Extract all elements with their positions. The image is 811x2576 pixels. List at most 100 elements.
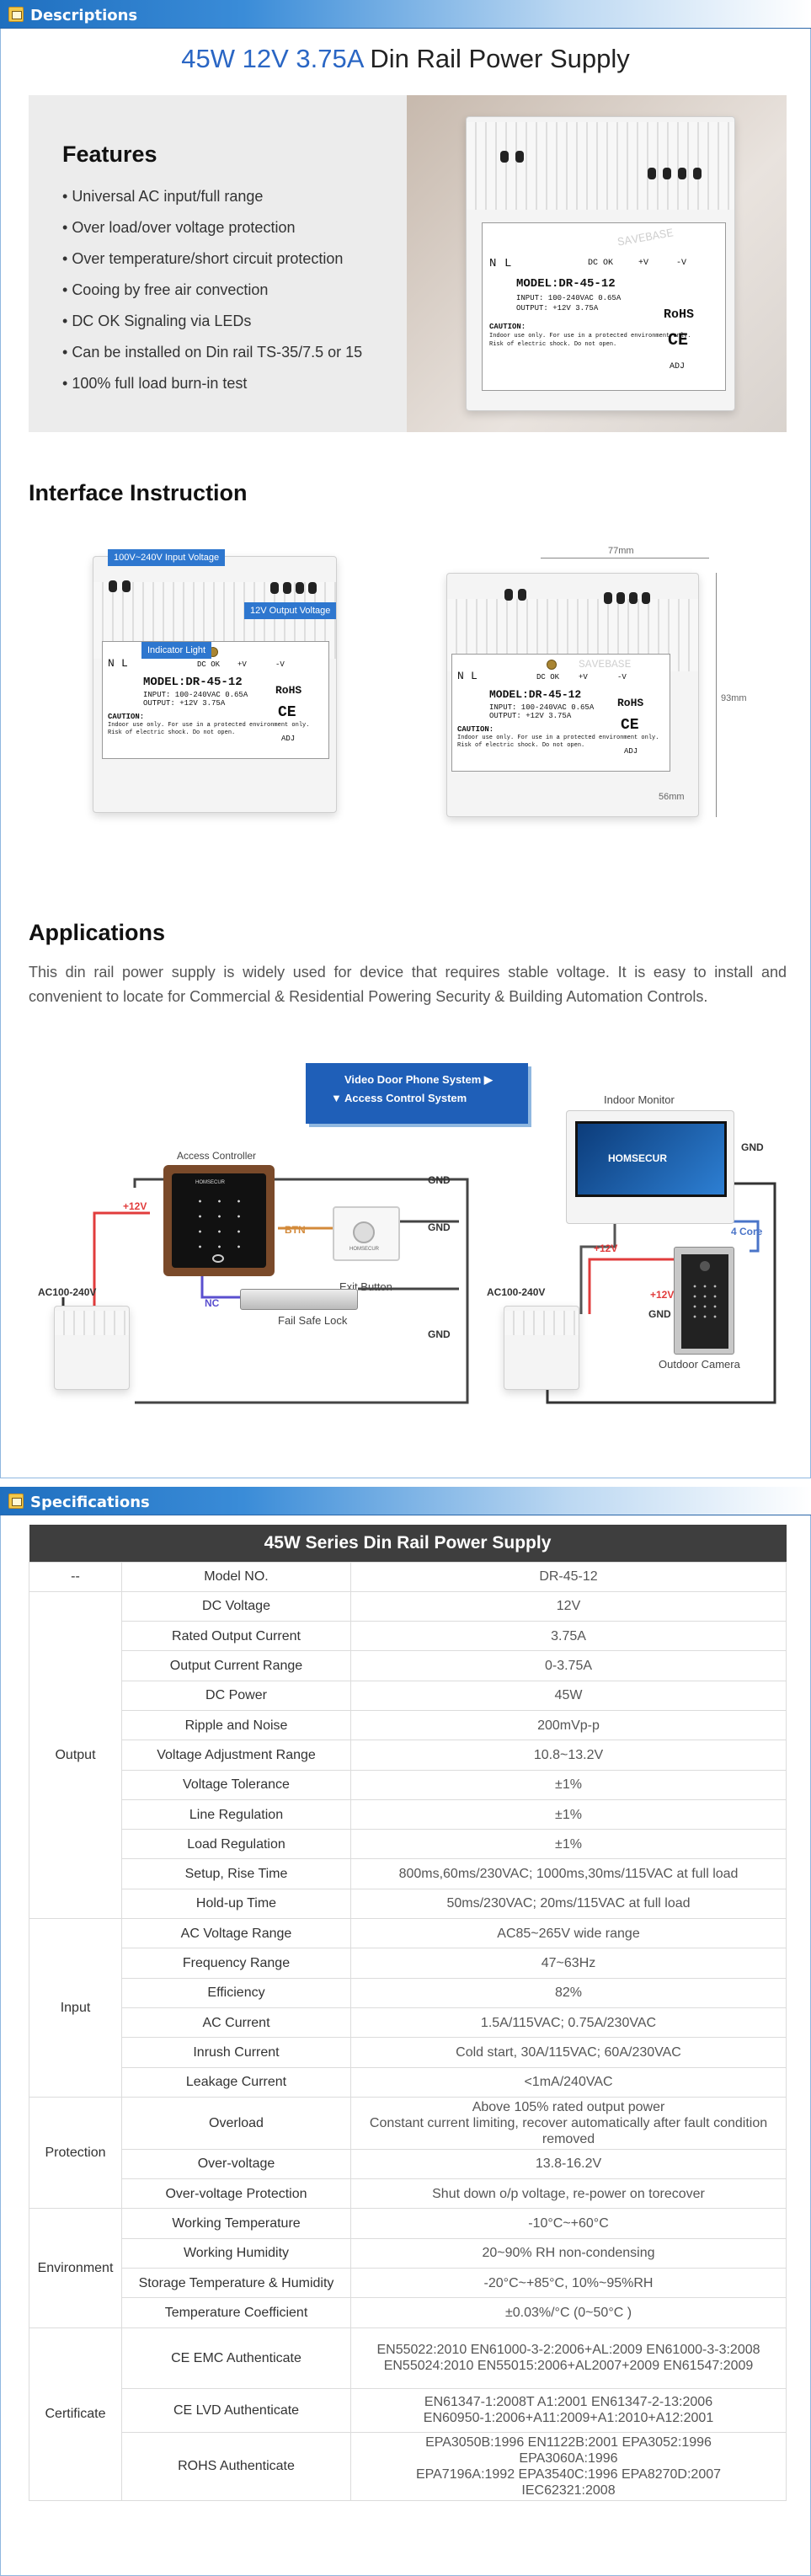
label-minus-v: -V <box>617 673 627 681</box>
table-row: Storage Temperature & Humidity-20°C~+85°… <box>29 2268 787 2299</box>
wire-label-gnd-2: GND <box>428 1221 451 1233</box>
wire-monitor-cable <box>579 1221 616 1314</box>
table-cell-param: DC Power <box>121 1680 351 1711</box>
label-caution-title: CAUTION: <box>108 713 145 721</box>
spec-table-title: 45W Series Din Rail Power Supply <box>29 1525 787 1562</box>
table-cell-param: Working Humidity <box>121 2237 351 2269</box>
label-caution-line1: Indoor use only. For use in a protected … <box>108 722 310 729</box>
spec-table: 45W Series Din Rail Power Supply -- Mode… <box>29 1525 787 2501</box>
label-dc-ok: DC OK <box>588 259 614 268</box>
output-terminal <box>678 168 686 179</box>
wire-label-4core: 4 Core <box>731 1226 763 1237</box>
table-cell-value: EN61347-1:2008T A1:2001 EN61347-2-13:200… <box>350 2387 787 2433</box>
label-caution-line1: Indoor use only. For use in a protected … <box>457 735 659 741</box>
table-row: Leakage Current<1mA/240VAC <box>29 2066 787 2098</box>
table-cell-param: ROHS Authenticate <box>121 2431 351 2501</box>
output-terminal <box>629 592 638 604</box>
features-list: Universal AC input/full range Over load/… <box>62 181 362 399</box>
keypad-brand: HOMSECUR <box>195 1180 226 1185</box>
table-cell-value: -10°C~+60°C <box>350 2208 787 2239</box>
feature-item: Over temperature/short circuit protectio… <box>62 243 362 275</box>
banner-video-door[interactable]: Video Door Phone System ▶ <box>344 1073 493 1086</box>
table-cell-value: 12V <box>350 1590 787 1622</box>
wire-label-12v-right-1: +12V <box>594 1243 618 1254</box>
camera-panel <box>681 1254 728 1349</box>
label-model: MODEL:DR-45-12 <box>516 277 616 291</box>
applications-text: This din rail power supply is widely use… <box>29 964 787 1005</box>
wire-label-nc: NC <box>205 1297 220 1309</box>
callout-output-voltage: 12V Output Voltage <box>244 602 337 619</box>
label-plus-v: +V <box>579 673 588 681</box>
table-cell-param: Hold-up Time <box>121 1888 351 1920</box>
callout-input-voltage: 100V~240V Input Voltage <box>108 549 226 566</box>
label-minus-v: -V <box>676 259 687 268</box>
output-terminal <box>270 582 279 594</box>
system-banner: Video Door Phone System ▶ ▼ Access Contr… <box>306 1063 528 1124</box>
input-terminal <box>515 151 524 163</box>
ce-mark: CE <box>278 704 296 721</box>
applications-title: Applications <box>29 920 166 945</box>
table-cell-param: Output Current Range <box>121 1650 351 1681</box>
feature-item: Cooing by free air convection <box>62 275 362 306</box>
wire-label-gnd-3: GND <box>428 1328 451 1340</box>
table-cell-value: Above 105% rated output power Constant c… <box>350 2096 787 2150</box>
label-output: OUTPUT: +12V 3.75A <box>516 304 599 313</box>
table-cell-value: 50ms/230VAC; 20ms/115VAC at full load <box>350 1888 787 1920</box>
label-adj: ADJ <box>281 735 296 743</box>
table-cell-value: 10.8~13.2V <box>350 1740 787 1771</box>
heatsink-fins <box>55 1311 129 1336</box>
table-cell-value: 20~90% RH non-condensing <box>350 2237 787 2269</box>
label-caution-title: CAUTION: <box>489 323 526 331</box>
feature-item: Universal AC input/full range <box>62 181 362 212</box>
label-input: INPUT: 100-240VAC 0.65A <box>143 691 248 699</box>
table-cell-group: Input <box>29 1918 122 2098</box>
table-cell-value: 45W <box>350 1680 787 1711</box>
output-terminal <box>283 582 291 594</box>
camera-lens-icon <box>700 1261 710 1271</box>
table-cell-param: AC Voltage Range <box>121 1918 351 1949</box>
table-cell-param: Ripple and Noise <box>121 1709 351 1741</box>
dc-ok-led <box>547 660 557 670</box>
table-row: Line Regulation±1% <box>29 1798 787 1830</box>
table-cell-group: Output <box>29 1590 122 1920</box>
wire-4core <box>733 1220 760 1253</box>
label-l: L <box>471 670 478 682</box>
input-terminal <box>518 589 526 601</box>
wire-label-gnd-1: GND <box>428 1174 451 1186</box>
output-terminal <box>616 592 625 604</box>
label-rohs: RoHS <box>664 307 695 322</box>
label-plus-v: +V <box>638 259 649 268</box>
product-photo: N L DC OK +V -V MODEL:DR-45-12 INPUT: 10… <box>407 95 787 432</box>
table-cell-param: Rated Output Current <box>121 1621 351 1652</box>
feature-item: Over load/over voltage protection <box>62 212 362 243</box>
table-row: Temperature Coefficient±0.03%/°C (0~50°C… <box>29 2297 787 2328</box>
output-terminal <box>308 582 317 594</box>
specifications-header-bar: Specifications <box>0 1487 811 1515</box>
outdoor-camera-label: Outdoor Camera <box>659 1358 740 1371</box>
ce-mark: CE <box>621 717 639 734</box>
banner-access-control[interactable]: ▼ Access Control System <box>331 1092 467 1104</box>
notebook-icon <box>8 7 24 22</box>
table-cell-param: Model NO. <box>121 1561 351 1592</box>
diagram-psu-right <box>504 1306 579 1390</box>
access-controller: HOMSECUR <box>163 1165 275 1276</box>
label-l: L <box>121 657 128 670</box>
descriptions-header-bar: Descriptions <box>0 0 811 29</box>
table-cell-value: EPA3050B:1996 EN1122B:2001 EPA3052:1996 … <box>350 2431 787 2501</box>
table-cell-value: <1mA/240VAC <box>350 2066 787 2098</box>
label-l: L <box>504 257 512 270</box>
dimension-height: 93mm <box>721 693 747 703</box>
label-dc-ok: DC OK <box>536 673 560 681</box>
label-rohs: RoHS <box>275 684 302 697</box>
callout-indicator-light: Indicator Light <box>141 642 212 659</box>
table-cell-group: -- <box>29 1561 122 1592</box>
table-cell-value: Cold start, 30A/115VAC; 60A/230VAC <box>350 2037 787 2068</box>
